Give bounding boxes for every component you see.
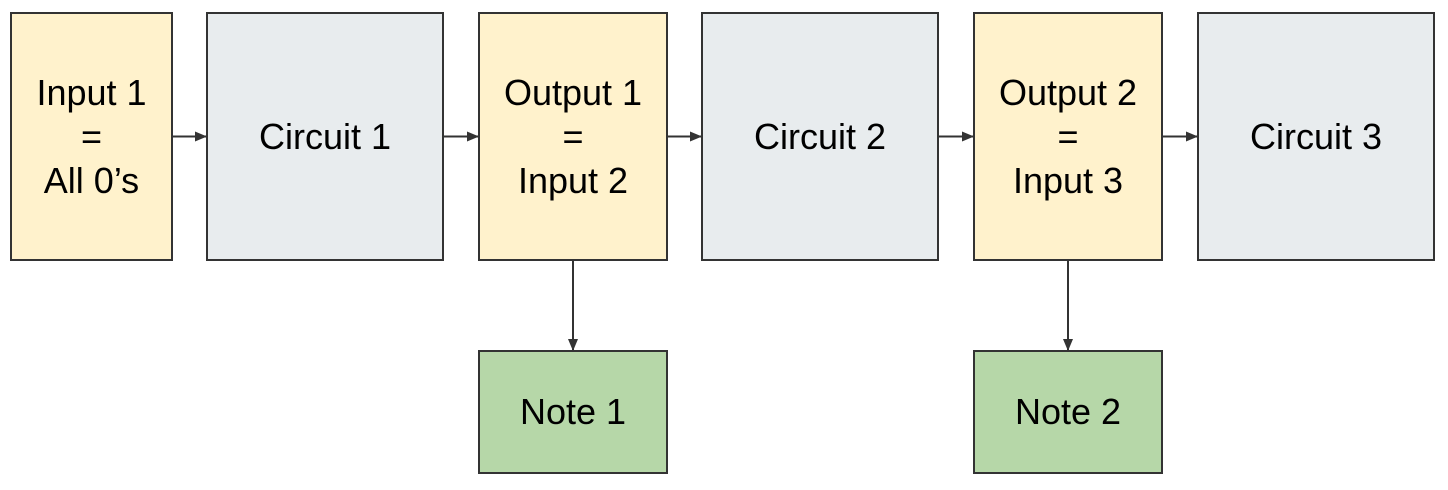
output-1-line-3: Input 2: [517, 159, 629, 201]
note-2-box: Note 2: [973, 350, 1163, 474]
circuit-1-box: Circuit 1: [206, 12, 444, 261]
input-1-line-1: Input 1: [36, 71, 147, 113]
circuit-3-label: Circuit 3: [1249, 115, 1383, 157]
input-1-line-3: All 0’s: [43, 159, 140, 201]
output-2-text: Output 2 = Input 3: [999, 71, 1137, 203]
note-1-label: Note 1: [519, 391, 627, 432]
circuit-1-label: Circuit 1: [258, 115, 392, 157]
output-1-line-2: =: [562, 115, 584, 157]
circuit-2-label: Circuit 2: [753, 115, 887, 157]
output-1-line-1: Output 1: [503, 71, 643, 113]
circuit-3-box: Circuit 3: [1197, 12, 1435, 261]
input-1-box: Input 1 = All 0’s: [10, 12, 173, 261]
output-1-text: Output 1 = Input 2: [504, 71, 642, 203]
circuit-2-box: Circuit 2: [701, 12, 939, 261]
note-2-label: Note 2: [1014, 391, 1122, 432]
output-1-box: Output 1 = Input 2: [478, 12, 668, 261]
input-1-line-2: =: [80, 115, 103, 157]
input-1-text: Input 1 = All 0’s: [36, 71, 146, 203]
note-1-box: Note 1: [478, 350, 668, 474]
output-2-line-1: Output 2: [998, 71, 1138, 113]
output-2-line-3: Input 3: [1012, 159, 1124, 201]
output-2-box: Output 2 = Input 3: [973, 12, 1163, 261]
output-2-line-2: =: [1057, 115, 1079, 157]
